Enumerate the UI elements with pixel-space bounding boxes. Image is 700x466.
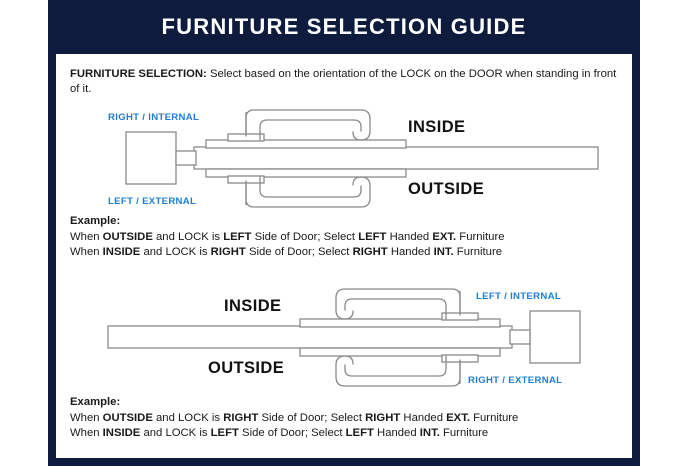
text-strong: RIGHT	[210, 246, 246, 258]
text-frag: Handed	[387, 246, 434, 258]
text-strong: EXT.	[432, 230, 457, 243]
text-frag: Side of Door; Select	[238, 427, 346, 439]
text-strong: RIGHT	[223, 411, 259, 424]
lock-box	[125, 131, 177, 185]
text-strong: INSIDE	[102, 427, 141, 439]
inside-lever-inner	[259, 119, 362, 141]
text-strong: RIGHT	[352, 246, 388, 258]
intro-label: FURNITURE SELECTION:	[70, 68, 207, 80]
label-left-internal: LEFT / INTERNAL	[476, 291, 561, 302]
text-frag: Handed	[400, 411, 447, 424]
example-2-line-2: When INSIDE and LOCK is LEFT Side of Doo…	[70, 426, 626, 442]
text-strong: LEFT	[223, 230, 252, 243]
outside-lever-outer	[245, 176, 371, 208]
inside-lever-outer	[335, 288, 461, 320]
text-frag: Furniture	[456, 230, 505, 243]
example-block-1: Example: When OUTSIDE and LOCK is LEFT S…	[70, 214, 626, 261]
text-strong: INSIDE	[102, 246, 141, 258]
label-inside: INSIDE	[408, 118, 465, 136]
text-frag: Handed	[386, 230, 433, 243]
outside-lever-inner	[259, 176, 362, 198]
text-frag: and LOCK is	[140, 246, 211, 258]
text-strong: EXT.	[446, 411, 470, 424]
lock-right-diagram: LEFT / INTERNAL RIGHT / EXTERNAL INSIDE …	[56, 282, 632, 392]
inside-lever-inner	[344, 298, 447, 320]
text-frag: When	[70, 246, 103, 258]
label-outside: OUTSIDE	[208, 359, 284, 377]
example-2-line-1: When OUTSIDE and LOCK is RIGHT Side of D…	[70, 411, 626, 427]
outside-backplate	[205, 168, 407, 178]
text-frag: Furniture	[453, 246, 503, 258]
text-strong: LEFT	[345, 427, 374, 439]
text-strong: LEFT	[358, 230, 387, 243]
text-frag: and LOCK is	[152, 411, 224, 424]
example-1-heading: Example:	[70, 215, 121, 227]
text-frag: and LOCK is	[152, 230, 224, 243]
text-frag: When	[70, 230, 103, 243]
inside-backplate	[205, 139, 407, 149]
example-1-line-2: When INSIDE and LOCK is RIGHT Side of Do…	[70, 245, 626, 261]
door-panel	[107, 325, 513, 349]
label-left-external: LEFT / EXTERNAL	[108, 196, 196, 207]
text-strong: OUTSIDE	[102, 411, 153, 424]
outside-lever-inner	[344, 355, 447, 377]
outside-lever-outer	[335, 355, 461, 387]
text-frag: When	[70, 411, 103, 424]
inside-backplate	[299, 318, 501, 328]
door-panel	[193, 146, 599, 170]
latch-bolt	[509, 329, 531, 345]
label-right-external: RIGHT / EXTERNAL	[468, 375, 562, 386]
page-title: FURNITURE SELECTION GUIDE	[161, 14, 527, 39]
text-frag: and LOCK is	[140, 427, 211, 439]
outside-backplate	[299, 347, 501, 357]
intro-text: FURNITURE SELECTION: Select based on the…	[70, 67, 622, 97]
text-strong: INT.	[433, 246, 454, 258]
navy-panel: FURNITURE SELECTION GUIDE FURNITURE SELE…	[48, 0, 640, 466]
intro-body: Select based on the orientation of the L…	[70, 68, 617, 95]
text-strong: LEFT	[210, 427, 239, 439]
lock-left-diagram: RIGHT / INTERNAL LEFT / EXTERNAL INSIDE …	[56, 106, 632, 211]
lock-box	[529, 310, 581, 364]
text-strong: OUTSIDE	[102, 230, 153, 243]
text-strong: INT.	[419, 427, 440, 439]
example-block-2: Example: When OUTSIDE and LOCK is RIGHT …	[70, 395, 626, 442]
header-band: FURNITURE SELECTION GUIDE	[48, 0, 640, 54]
label-outside: OUTSIDE	[408, 180, 484, 198]
example-1-line-1: When OUTSIDE and LOCK is LEFT Side of Do…	[70, 230, 626, 246]
text-frag: Side of Door; Select	[258, 411, 366, 424]
content-card: FURNITURE SELECTION: Select based on the…	[56, 54, 632, 458]
text-frag: Handed	[373, 427, 420, 439]
label-right-internal: RIGHT / INTERNAL	[108, 112, 199, 123]
inside-lever-outer	[245, 109, 371, 141]
label-inside: INSIDE	[224, 297, 281, 315]
text-frag: Side of Door; Select	[251, 230, 359, 243]
text-frag: Furniture	[439, 427, 489, 439]
text-frag: When	[70, 427, 103, 439]
latch-bolt	[175, 150, 197, 166]
text-frag: Side of Door; Select	[245, 246, 353, 258]
text-frag: Furniture	[469, 411, 519, 424]
text-strong: RIGHT	[365, 411, 401, 424]
example-2-heading: Example:	[70, 396, 121, 408]
